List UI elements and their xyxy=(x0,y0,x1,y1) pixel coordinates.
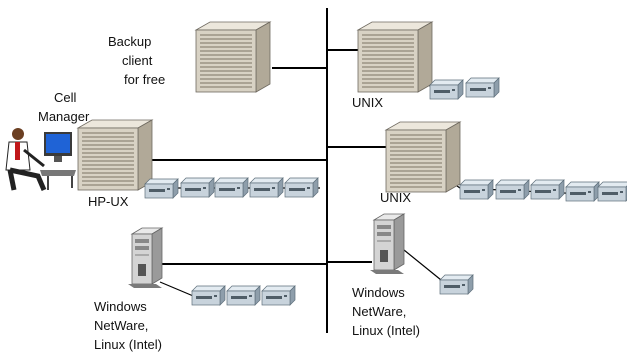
tape-drive-icon xyxy=(214,177,249,198)
tape-drive-icon xyxy=(597,181,627,202)
windows-right-label: Windows NetWare, Linux (Intel) xyxy=(352,285,420,338)
windows-left-tape-drives xyxy=(191,285,296,306)
unix-top-tape-drives xyxy=(429,77,500,100)
backup-client-label-line3: for free xyxy=(124,72,165,87)
tape-drive-icon xyxy=(180,177,215,198)
hpux-label: HP-UX xyxy=(88,194,129,209)
tape-drive-icon xyxy=(261,285,296,306)
windows-left-tower xyxy=(127,227,163,289)
operator-at-workstation-icon xyxy=(5,128,76,191)
unix-mid-server xyxy=(385,121,461,193)
hpux-server xyxy=(77,119,153,191)
windows-left-label-line2: NetWare, xyxy=(94,318,148,333)
tape-drive-icon xyxy=(284,177,319,198)
tape-drive-icon xyxy=(191,285,226,306)
backup-client-label-line1: Backup xyxy=(108,34,151,49)
tape-drive-icon xyxy=(226,285,261,306)
cell-manager-label-line2: Manager xyxy=(38,109,90,124)
windows-right-tape-drives xyxy=(439,274,474,295)
tape-drive-icon xyxy=(495,179,530,200)
backup-client-server xyxy=(195,21,271,93)
tower-pc-icon xyxy=(369,213,405,275)
tower-pc-icon xyxy=(127,227,163,289)
network-links xyxy=(136,8,386,333)
cell-manager-label: Cell Manager xyxy=(38,90,90,124)
rack-server-icon xyxy=(195,21,271,93)
tape-drive-icon xyxy=(429,79,464,100)
cable-windows-right xyxy=(403,249,447,285)
unix-top-server xyxy=(357,21,433,93)
unix-top-label: UNIX xyxy=(352,95,383,110)
windows-right-label-line2: NetWare, xyxy=(352,304,406,319)
tape-drive-icon xyxy=(439,274,474,295)
windows-right-tower xyxy=(369,213,405,275)
tape-drive-icon xyxy=(465,77,500,98)
tape-drive-icon xyxy=(144,178,179,199)
windows-left-label: Windows NetWare, Linux (Intel) xyxy=(94,299,162,352)
tape-drive-icon xyxy=(565,181,600,202)
windows-left-label-line3: Linux (Intel) xyxy=(94,337,162,352)
rack-server-icon xyxy=(77,119,153,191)
windows-right-label-line3: Linux (Intel) xyxy=(352,323,420,338)
windows-right-label-line1: Windows xyxy=(352,285,405,300)
tape-drive-icon xyxy=(530,179,565,200)
hpux-tape-drives xyxy=(144,177,319,199)
cell-manager-label-line1: Cell xyxy=(54,90,77,105)
windows-left-label-line1: Windows xyxy=(94,299,147,314)
unix-mid-tape-drives xyxy=(459,179,627,202)
rack-server-icon xyxy=(357,21,433,93)
rack-server-icon xyxy=(385,121,461,193)
backup-client-label-line2: client xyxy=(122,53,153,68)
unix-mid-label: UNIX xyxy=(380,190,411,205)
backup-client-label: Backup client for free xyxy=(108,34,165,87)
tape-drive-icon xyxy=(459,179,494,200)
tape-drive-icon xyxy=(249,177,284,198)
